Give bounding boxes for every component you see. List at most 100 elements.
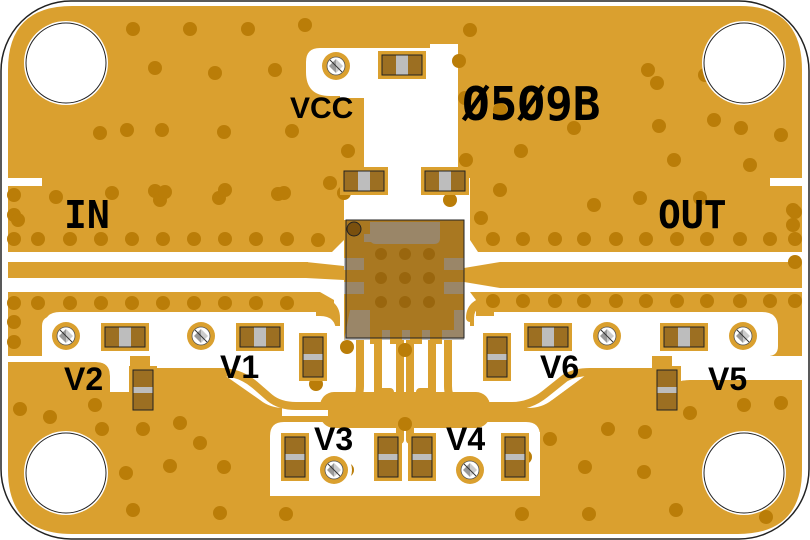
via [13, 402, 27, 416]
via [737, 398, 751, 412]
via [280, 232, 294, 246]
via [63, 232, 77, 246]
part-number-label: Ø5Ø9B [461, 77, 600, 131]
component-vcc-left[interactable] [340, 167, 388, 195]
via [7, 315, 21, 329]
via [279, 507, 293, 521]
via [95, 422, 109, 436]
via [452, 54, 466, 68]
v6-label: V6 [540, 349, 579, 385]
via [208, 66, 222, 80]
test-point-icon [327, 463, 334, 477]
test-point-v3[interactable] [316, 452, 352, 488]
via [217, 460, 231, 474]
via [788, 232, 802, 246]
rf-line [8, 252, 802, 292]
via [486, 294, 500, 308]
via [548, 232, 562, 246]
ic-body [345, 219, 465, 339]
via [323, 176, 337, 190]
test-point-v2[interactable] [48, 318, 84, 354]
via [667, 153, 681, 167]
via [788, 205, 802, 219]
via [163, 459, 177, 473]
via [125, 232, 139, 246]
component-v6-series[interactable] [524, 323, 572, 351]
via [639, 232, 653, 246]
component-v4-series[interactable] [408, 433, 436, 481]
test-point-v1[interactable] [183, 318, 219, 354]
via [493, 183, 507, 197]
via [249, 232, 263, 246]
test-point-vcc[interactable] [318, 48, 354, 84]
via [514, 144, 528, 158]
via [249, 296, 263, 310]
v4-label: V4 [446, 421, 485, 457]
component-v3-series[interactable] [374, 433, 402, 481]
via [486, 232, 500, 246]
via [213, 506, 227, 520]
component-v5-series[interactable] [660, 323, 708, 351]
component-v6-shunt[interactable] [483, 333, 511, 381]
in-port-label: IN [64, 193, 110, 237]
via [578, 460, 592, 474]
via [638, 425, 652, 439]
via [683, 406, 697, 420]
passive-components [101, 51, 708, 481]
via [637, 465, 651, 479]
via [7, 188, 21, 202]
via [788, 255, 802, 269]
test-point-v4[interactable] [452, 452, 488, 488]
via [125, 296, 139, 310]
via [285, 124, 299, 138]
component-v2-series[interactable] [101, 323, 149, 351]
component-vcc-series[interactable] [378, 51, 426, 79]
via [443, 193, 457, 207]
component-v1-series[interactable] [236, 323, 284, 351]
via [155, 123, 169, 137]
via [340, 340, 354, 354]
component-v3-shunt[interactable] [281, 433, 309, 481]
mounting-holes [24, 21, 786, 515]
component-v5-shunt[interactable] [653, 366, 681, 414]
via [515, 507, 529, 521]
via [120, 123, 134, 137]
via [763, 294, 777, 308]
via [601, 422, 615, 436]
via [641, 63, 655, 77]
via [158, 185, 172, 199]
via [516, 294, 530, 308]
via [577, 294, 591, 308]
component-vcc-right[interactable] [421, 167, 469, 195]
component-v2-shunt[interactable] [129, 366, 157, 414]
out-port-label: OUT [658, 193, 727, 237]
test-point-v5[interactable] [725, 318, 761, 354]
v1-label: V1 [220, 349, 259, 385]
test-point-v6[interactable] [589, 318, 625, 354]
via [93, 126, 107, 140]
via [788, 294, 802, 308]
via [577, 232, 591, 246]
amplifier-ic[interactable] [344, 219, 465, 344]
via [707, 113, 721, 127]
via [759, 510, 773, 524]
test-point-icon [736, 329, 743, 343]
via [548, 294, 562, 308]
test-points [48, 48, 761, 488]
v5-label: V5 [708, 361, 747, 397]
via [609, 232, 623, 246]
via [493, 103, 507, 117]
via [582, 507, 596, 521]
via [459, 153, 473, 167]
via [119, 466, 133, 480]
via [669, 503, 683, 517]
via [733, 294, 747, 308]
via [49, 190, 63, 204]
via [650, 76, 664, 90]
via [148, 61, 162, 75]
component-v4-shunt[interactable] [501, 433, 529, 481]
via [7, 232, 21, 246]
via [693, 191, 707, 205]
component-v1-shunt[interactable] [299, 333, 327, 381]
